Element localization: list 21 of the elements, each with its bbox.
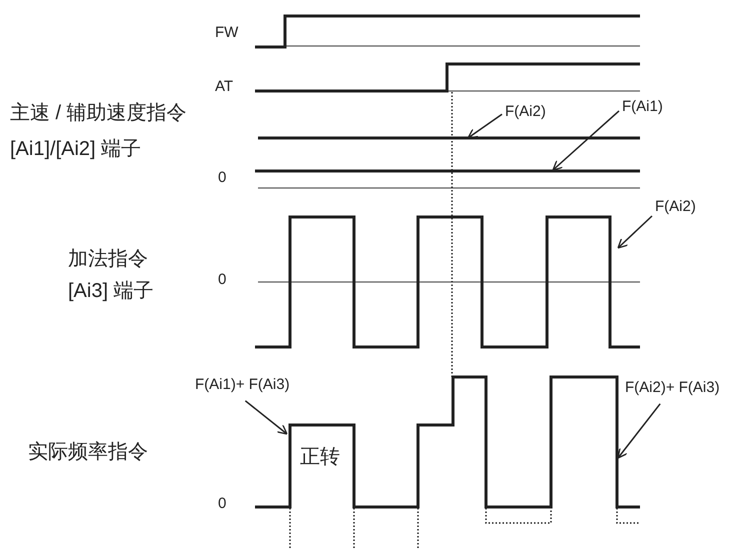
row-title: 加法指令 — [68, 248, 148, 270]
signal-label: F(Ai2) — [505, 104, 546, 120]
zero-level-label: 0 — [218, 170, 226, 186]
row-title: 实际频率指令 — [28, 441, 148, 463]
direction-label: 正转 — [300, 446, 340, 468]
signal-label: F(Ai1)+ F(Ai3) — [195, 377, 290, 394]
signal-label: F(Ai2) — [655, 199, 696, 216]
zero-level-label: 0 — [218, 496, 226, 512]
leader-arrow — [617, 215, 653, 249]
zero-level-label: 0 — [218, 272, 226, 288]
leader-arrow — [244, 400, 288, 435]
row-title: [Ai3] 端子 — [68, 280, 154, 302]
leader-arrow — [552, 110, 620, 171]
signal-name: AT — [215, 79, 234, 96]
leader-arrow — [467, 114, 502, 139]
row-title: 主速 / 辅助速度指令 — [10, 102, 187, 124]
row-title: [Ai1]/[Ai2] 端子 — [10, 138, 142, 160]
signal-label: F(Ai2)+ F(Ai3) — [625, 380, 720, 396]
signal-name: FW — [215, 25, 238, 42]
leader-arrow — [617, 403, 661, 459]
signal-label: F(Ai1) — [622, 99, 663, 116]
